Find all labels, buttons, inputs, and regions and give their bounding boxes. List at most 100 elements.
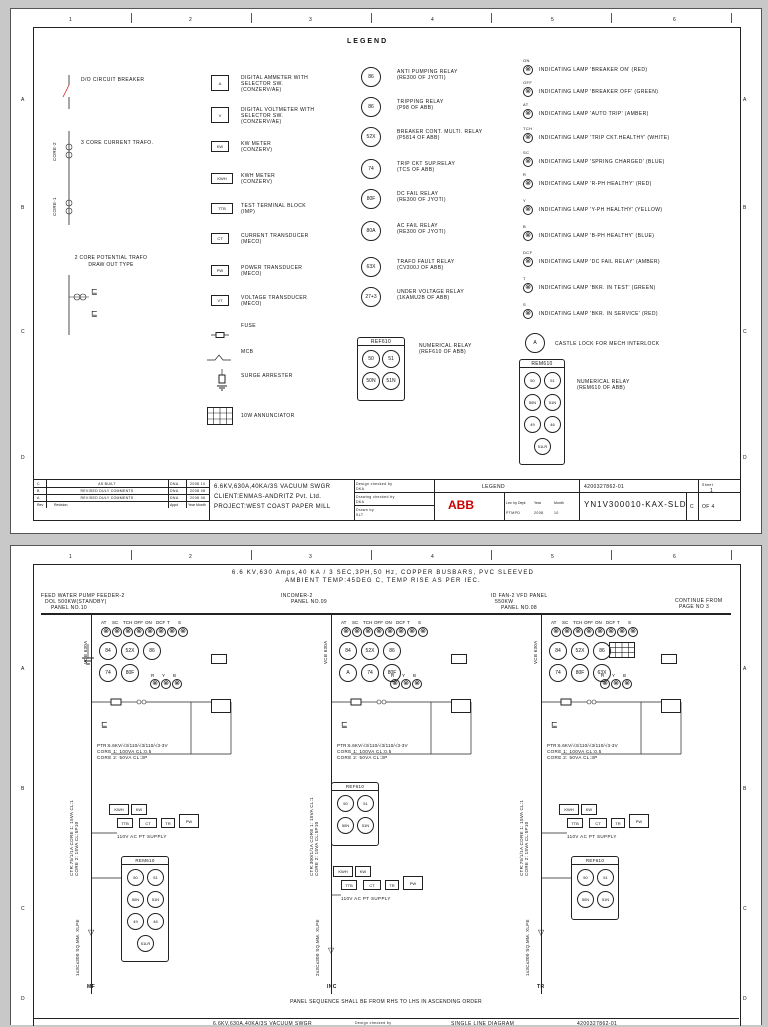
fuse-icon: [211, 325, 229, 338]
pt-core2: CORE 2: 50VA CL:3P: [97, 755, 148, 760]
relay-symbol: 52X: [571, 642, 589, 660]
rev-header: Year Month: [188, 503, 206, 507]
pt-secondary-icon: ⊑: [101, 720, 109, 729]
meter-sublabel: (CONZERV): [241, 179, 273, 185]
relay-function: 50: [577, 869, 594, 886]
panel-sequence-note: PANEL SEQUENCE SHALL BE FROM RHS TO LHS …: [290, 999, 482, 1005]
transducer-box: [211, 699, 231, 713]
test-terminal-block: TTB: [567, 818, 583, 828]
surge-arrester-icon: [215, 369, 229, 391]
relay-symbol: 52X: [361, 127, 381, 147]
meter-label: KWH METER: [241, 173, 276, 179]
relay-symbol: 84: [549, 642, 567, 660]
indicating-lamp-icon: ⊗: [622, 679, 632, 689]
zone-column-number: 6: [673, 554, 676, 560]
test-terminal-block: TTB: [117, 818, 133, 828]
lamp-code: ON: [385, 620, 392, 625]
meter-label: VOLTAGE TRANSDUCER: [241, 295, 308, 301]
lamp-label: INDICATING LAMP 'BREAKER OFF' (GREEN): [539, 89, 659, 95]
zone-tick: [731, 13, 732, 23]
relay-function: 51: [147, 869, 164, 886]
zone-row-letter: C: [743, 906, 747, 912]
relay-function: 50N: [524, 394, 541, 411]
sheet-label: Sheet: [702, 483, 714, 487]
phase-code: Y: [402, 673, 406, 678]
pt-secondary-icon: ⊑: [551, 720, 559, 729]
rev-row-line: [34, 494, 209, 495]
indicating-lamp-icon: ⊗: [628, 627, 638, 637]
phase-code: Y: [162, 673, 166, 678]
zone-row-letter: D: [743, 455, 747, 461]
lamp-code: B: [523, 224, 527, 229]
indicating-lamp-icon: ⊗: [134, 627, 144, 637]
pt-core1: CORE 1: 100VA CL:0.5: [547, 749, 602, 754]
relay-symbol: 74: [549, 664, 567, 682]
relay-function: 50N: [577, 891, 594, 908]
relay-symbol: 80F: [361, 189, 381, 209]
rev-col-line: [168, 480, 169, 508]
meter-sublabel: (CONZERV): [241, 147, 273, 153]
zone-column-number: 6: [673, 17, 676, 23]
indicating-lamp-icon: ⊗: [385, 627, 395, 637]
rev-date: 2008 08: [190, 489, 206, 493]
indicating-lamp-icon: ⊗: [167, 627, 177, 637]
meter-label: MCB: [241, 349, 254, 355]
rev-header: Appd: [170, 503, 179, 507]
relay-label: BREAKER CONT. MULTI. RELAY: [397, 129, 483, 135]
indicating-lamp-icon: ⊗: [145, 627, 155, 637]
relay-sublabel: (RE300 OF JYOTI): [397, 75, 446, 81]
tb-doc-number: 4200327862-01: [577, 1021, 618, 1027]
cable-arrow-icon: ▽: [538, 928, 545, 937]
sheet-number: 1: [710, 488, 714, 494]
bus-spec-line-1: 6.6 KV,630 Amps,40 KA / 3 SEC,3PH,50 Hz,…: [231, 570, 535, 576]
relay-symbol: 80F: [121, 664, 139, 682]
meter-sublabel: (MECO): [241, 301, 262, 307]
indicating-lamp-icon: ⊗: [363, 627, 373, 637]
ct-spec: CTR:75/1/1A CORE 1: 15VA CL:1 CORE 2: 15…: [519, 799, 529, 876]
relay-sublabel: (1KAMU2B OF ABB): [397, 295, 450, 301]
pt-core2: CORE 2: 50VA CL:3P: [337, 755, 388, 760]
ref610-desc-1: NUMERICAL RELAY: [419, 343, 472, 349]
pt-core2: CORE 2: 50VA CL:3P: [547, 755, 598, 760]
lamp-code: SC: [352, 620, 359, 625]
meter-sublabel: (MECO): [241, 271, 262, 277]
pt-spec: PTR:6.6KV/√3/110/√3/110/√3-3V: [97, 743, 168, 748]
feeder-name: ID FAN-2 VFD PANEL: [491, 593, 548, 599]
power-transducer: PW: [629, 814, 649, 828]
relay-sublabel: (TCS OF ABB): [397, 167, 435, 173]
abb-logo: ABB: [448, 498, 474, 512]
meter-link: [91, 821, 117, 834]
rem610-desc-1: NUMERICAL RELAY: [577, 379, 630, 385]
meter-label: DIGITAL AMMETER WITH: [241, 75, 309, 81]
lamp-code: OFF: [523, 80, 533, 85]
current-transducer: CT: [589, 818, 607, 828]
meter-symbol: V: [211, 107, 229, 123]
relay-function: 51N: [597, 891, 614, 908]
lamp-code: T: [523, 276, 526, 281]
mcb-icon: [207, 349, 231, 361]
zone-column-number: 3: [309, 554, 312, 560]
mini-val: 10: [554, 511, 559, 515]
indicating-lamp-icon: ⊗: [562, 627, 572, 637]
feeder-rating: DOL 500KW(STANDBY): [45, 599, 107, 605]
tb-design-checked: Design checked by: [355, 1021, 392, 1025]
indicating-lamp-icon: ⊗: [172, 679, 182, 689]
zone-tick: [611, 13, 612, 23]
meter-label: 10W ANNUNCIATOR: [241, 413, 295, 419]
power-transducer: PW: [403, 876, 423, 890]
cable-spec: 1x3Cx300 SQ.MM. XLPE: [75, 919, 80, 976]
relay-title: REF610: [585, 858, 605, 863]
transducer: TR: [161, 818, 175, 828]
lamp-code: TCH: [363, 620, 373, 625]
meter-label: KW METER: [241, 141, 272, 147]
lamp-code: OFF: [134, 620, 143, 625]
title-block-edge: [33, 1018, 739, 1019]
meter-link: [331, 883, 341, 896]
phase-code: B: [623, 673, 627, 678]
mini-hdr: Lev. by Dept.: [506, 501, 527, 505]
indicating-lamp-icon: ⊗: [600, 679, 610, 689]
zone-column-number: 4: [431, 17, 434, 23]
pt-core1: CORE 1: 100VA CL:0.5: [337, 749, 392, 754]
